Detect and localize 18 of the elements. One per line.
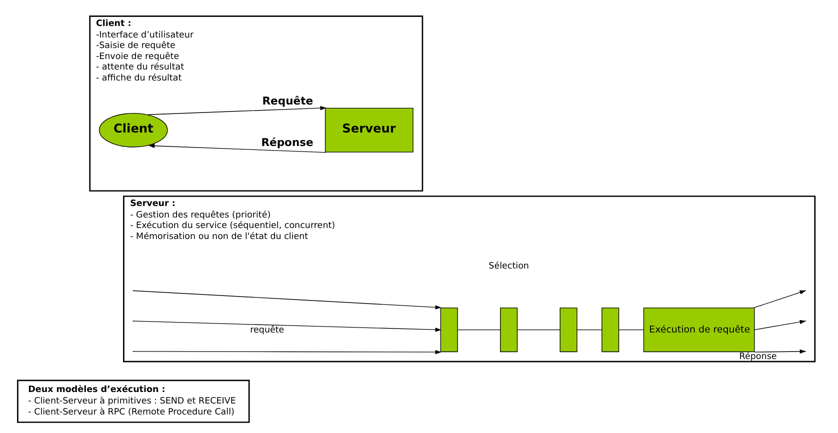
arrow — [134, 320, 442, 332]
node-box: Exécution de requête — [643, 308, 755, 352]
edge-label: requête — [250, 325, 284, 336]
node-box — [500, 308, 518, 352]
node-box — [440, 308, 458, 352]
node-box — [560, 308, 578, 352]
label: Sélection — [488, 262, 529, 272]
arrow — [134, 350, 442, 354]
node-box: Serveur — [324, 108, 414, 152]
arrow — [134, 290, 442, 310]
edge-label: Réponse — [261, 136, 314, 150]
node-box: Deux modèles d’exécution : - Client-Serveur à primitives : SEND et RECEIVE - Client-Serveur à RPC (Remote Procedure Call) — [17, 380, 250, 423]
node-box — [602, 308, 620, 352]
arrow — [754, 290, 806, 308]
edge-label: Requête — [262, 94, 314, 108]
edge-label: Réponse — [739, 352, 777, 362]
arrow — [148, 144, 326, 153]
arrow — [148, 106, 326, 115]
